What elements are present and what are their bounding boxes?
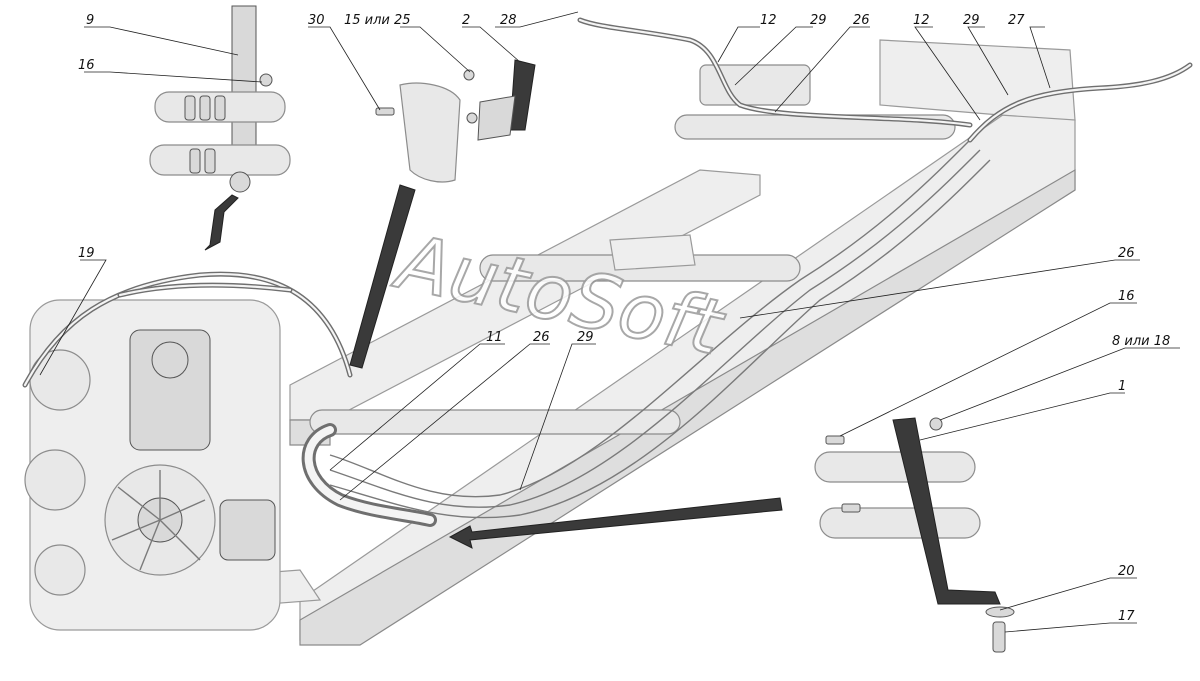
engine-pump: [219, 499, 276, 561]
callout-26-middle: 26: [533, 330, 550, 345]
bracket-plate-9: [231, 5, 257, 147]
fan-blades: [111, 470, 206, 571]
mount-bracket-1: [892, 417, 1001, 605]
callout-16-right: 16: [1118, 289, 1135, 304]
callout-11: 11: [486, 330, 503, 345]
hose-routing: [22, 17, 1193, 527]
nut-16-icon: [259, 73, 273, 87]
callout-12-left: 12: [760, 13, 777, 28]
inset-pipe-upper: [814, 451, 976, 483]
pulley-left: [24, 449, 86, 511]
rear-crossmember: [699, 64, 811, 106]
inset-clamp-detail: [149, 5, 291, 251]
pointer-arrow-lower: [448, 497, 783, 549]
nut-25-icon: [466, 112, 478, 124]
rear-frame-end: [879, 39, 1076, 121]
callout-2: 2: [462, 13, 470, 28]
bolt-30-icon: [375, 107, 395, 116]
callout-29-right: 29: [963, 13, 980, 28]
callout-17: 17: [1118, 609, 1135, 624]
inset-bracket-detail: [349, 59, 536, 369]
washer-20-icon: [985, 606, 1015, 618]
hose-sleeve: [399, 82, 461, 183]
callout-29-left: 29: [810, 13, 827, 28]
pointer-arrow-upper: [204, 194, 239, 251]
bolt-lower-icon: [841, 503, 861, 513]
pointer-arrow-middle: [349, 184, 416, 369]
engine-filter: [151, 341, 189, 379]
callout-1: 1: [1118, 379, 1126, 394]
nut-15-icon: [463, 69, 475, 81]
callout-12-right: 12: [913, 13, 930, 28]
pulley-lower: [34, 544, 86, 596]
inset-mount-detail: [448, 417, 1015, 653]
chassis-frame: [38, 39, 1076, 646]
engine-assembly: [24, 299, 281, 631]
leader-lines: [39, 11, 1180, 633]
bracket-base: [477, 95, 516, 141]
callout-26-top: 26: [853, 13, 870, 28]
right-frame-rail-side: [299, 168, 1076, 646]
callout-16-upper: 16: [78, 58, 95, 73]
inset-lower-pipe: [149, 144, 291, 176]
inset-hose-ribs: [184, 95, 226, 174]
inset-pipe-lower: [819, 507, 981, 539]
front-cross-tube: [309, 409, 681, 435]
callout-8-or-18: 8 или 18: [1112, 334, 1170, 349]
callout-28: 28: [500, 13, 517, 28]
callout-29-middle: 29: [577, 330, 594, 345]
bracket-plate-2: [509, 59, 536, 131]
callout-19: 19: [78, 246, 95, 261]
bolt-17-icon: [992, 621, 1006, 653]
callout-labels: 9 16 19 30 15 или 25 2 28 12 29 26 12 29…: [78, 13, 1170, 624]
bolt-16-icon: [825, 435, 845, 445]
inset-fitting: [229, 171, 251, 193]
nut-8-18-icon: [929, 417, 943, 431]
callout-26-right: 26: [1118, 246, 1135, 261]
callout-30: 30: [308, 13, 325, 28]
callout-27: 27: [1008, 13, 1025, 28]
callout-20: 20: [1118, 564, 1135, 579]
middle-cross-bracket: [609, 234, 696, 271]
callout-15-or-25: 15 или 25: [344, 13, 411, 28]
callout-9: 9: [86, 13, 94, 28]
engine-head: [129, 329, 211, 451]
